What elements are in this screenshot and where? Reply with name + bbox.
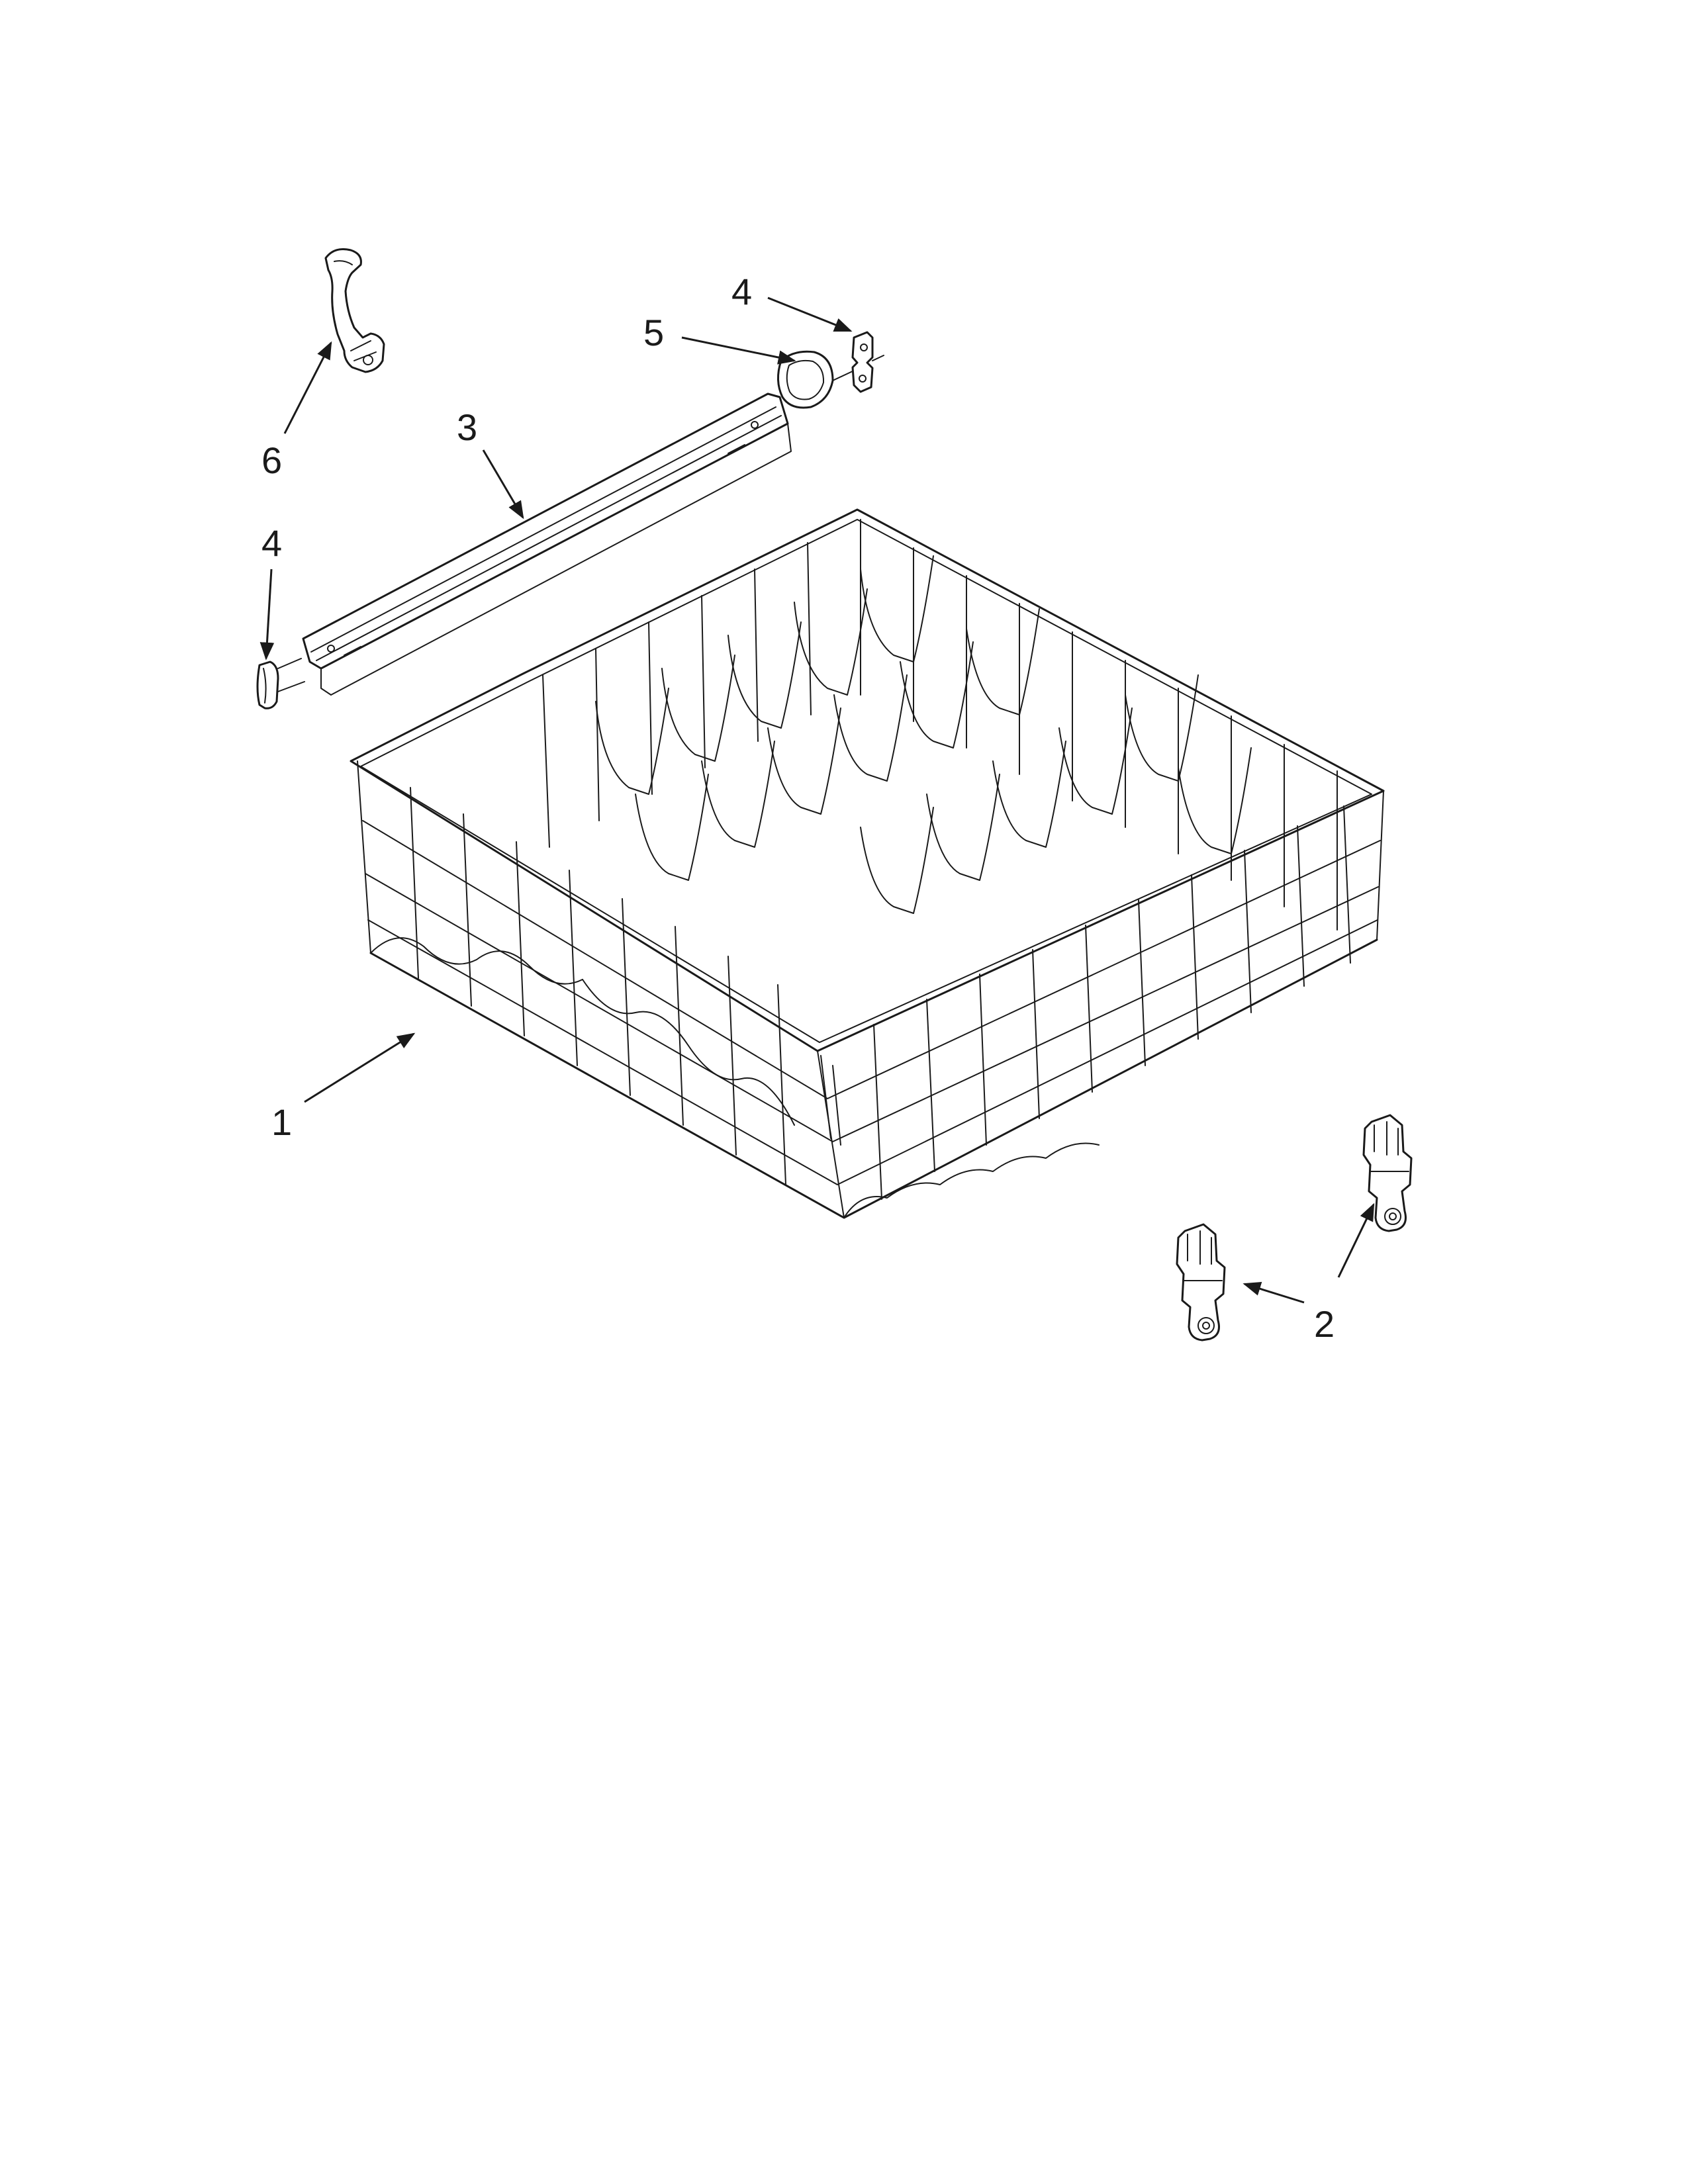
callout-4-left: 4 xyxy=(261,522,282,564)
wheel-bracket-part-a xyxy=(1362,1114,1413,1232)
callout-4-right: 4 xyxy=(731,271,752,312)
leader-6 xyxy=(283,341,332,434)
dish-rack-part xyxy=(350,508,1385,1219)
leader-4-right xyxy=(767,296,853,332)
leader-5 xyxy=(681,336,796,365)
callout-3: 3 xyxy=(457,406,477,448)
leader-4-left xyxy=(259,569,275,660)
rail-end-cap-left-part xyxy=(256,658,305,709)
stop-clip-part xyxy=(777,350,855,409)
wheel-bracket-part-b xyxy=(1176,1223,1226,1342)
leader-3 xyxy=(482,449,524,520)
callout-1: 1 xyxy=(271,1101,292,1143)
rail-part xyxy=(302,392,792,696)
leader-2-to-a xyxy=(1337,1203,1375,1278)
leader-1 xyxy=(304,1032,416,1103)
adjuster-clip-part xyxy=(324,248,385,373)
callout-6: 6 xyxy=(261,439,282,481)
rail-end-cap-right-part xyxy=(851,331,884,393)
callout-2: 2 xyxy=(1314,1303,1335,1345)
leader-2-to-b xyxy=(1243,1281,1305,1304)
callout-5: 5 xyxy=(643,312,664,353)
